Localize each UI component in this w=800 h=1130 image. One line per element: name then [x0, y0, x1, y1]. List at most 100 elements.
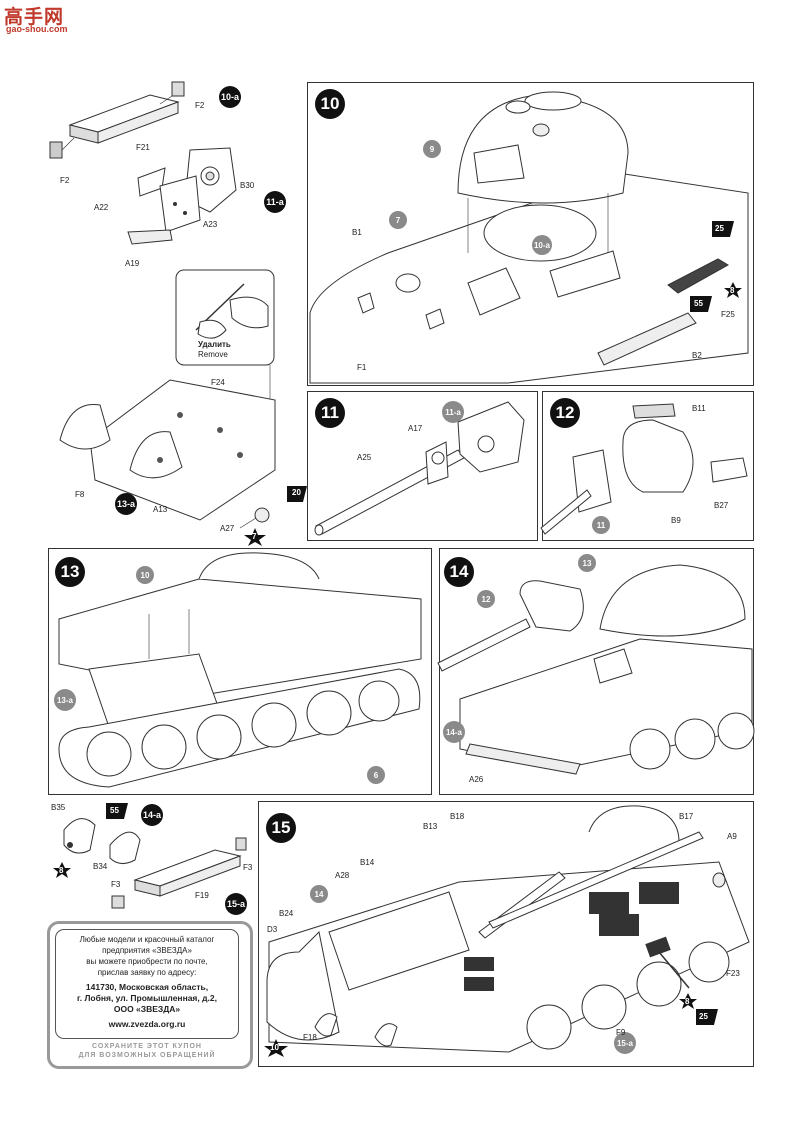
step-15-panel: 15 B13 B18 B17 A9 B14 A28 14 B24 D3 F18 … — [258, 801, 754, 1067]
badge-55-icon — [106, 803, 128, 819]
step-10-number: 10 — [315, 89, 345, 119]
step-10-label-b2: B2 — [692, 351, 702, 360]
step-15-badge-8: 8 — [685, 997, 690, 1006]
badge-7: 7 — [252, 532, 257, 541]
step-15-label-d3: D3 — [267, 925, 278, 934]
remove-label-ru: Удалить — [198, 340, 231, 349]
step-14-number: 14 — [444, 557, 474, 587]
step-15-label-b18: B18 — [450, 812, 465, 821]
badge-8-star-icon — [724, 282, 742, 298]
step-14-panel: 14 13 12 14-a A26 — [437, 548, 755, 795]
step-10-label-b1: B1 — [352, 228, 362, 237]
step-13-callout-10: 10 — [136, 566, 154, 584]
coupon-address-2: г. Лобня, ул. Промышленная, д.2, — [77, 993, 217, 1003]
step-15-callout-14: 14 — [310, 885, 328, 903]
watermark-url: gao-shou.com — [6, 24, 68, 34]
badge-10-star-icon — [264, 1039, 288, 1057]
badge-7-star-icon — [244, 528, 266, 546]
step-15-label-b24: B24 — [279, 909, 294, 918]
badge-55-14a: 55 — [110, 806, 119, 815]
step-15-label-a28: A28 — [335, 871, 350, 880]
subassembly-tag-11a: 11-a — [264, 191, 286, 213]
label-a22: A22 — [94, 203, 109, 212]
coupon-address-1: 141730, Московская область, — [85, 982, 209, 992]
coupon-line-3: вы можете приобрести по почте, — [86, 957, 208, 966]
subassembly-tag-14a: 14-a — [141, 804, 163, 826]
order-coupon: Любые модели и красочный каталог предпри… — [47, 921, 253, 1069]
coupon-line-1: Любые модели и красочный каталог — [79, 935, 215, 944]
step-11-callout-11a: 11-a — [442, 401, 464, 423]
step-14-label-a26: A26 — [469, 775, 484, 784]
step-15-label-a9: A9 — [727, 832, 737, 841]
step-14-callout-13: 13 — [578, 554, 596, 572]
badge-55-icon — [690, 296, 712, 312]
step-12-label-b9: B9 — [671, 516, 681, 525]
step-10-callout-9: 9 — [423, 140, 441, 158]
coupon-footer-line-2: ДЛЯ ВОЗМОЖНЫХ ОБРАЩЕНИЙ — [78, 1052, 216, 1059]
step-15-badge-25: 25 — [699, 1012, 708, 1021]
label-f8: F8 — [75, 490, 85, 499]
step-11-gun-drawing — [314, 401, 525, 536]
coupon-text-box: Любые модели и красочный каталог предпри… — [55, 929, 239, 1039]
step-15-label-b17: B17 — [679, 812, 694, 821]
label-a27: A27 — [220, 524, 235, 533]
step-12-callout-11: 11 — [592, 516, 610, 534]
step-15-label-f23: F23 — [726, 969, 740, 978]
badge-25-icon — [696, 1009, 718, 1025]
step-13-callout-6: 6 — [367, 766, 385, 784]
subassembly-tag-10a: 10-a — [219, 86, 241, 108]
step-13-number: 13 — [55, 557, 85, 587]
remove-label-en: Remove — [198, 350, 228, 359]
badge-25-icon — [712, 221, 734, 237]
step-10-badge-55: 55 — [694, 299, 703, 308]
step-10-badge-8: 8 — [730, 286, 735, 295]
label-b34: B34 — [93, 862, 108, 871]
label-b35: B35 — [51, 803, 66, 812]
step-14-callout-12: 12 — [477, 590, 495, 608]
step-11-label-a25: A25 — [357, 453, 372, 462]
step-15-label-f9: F9 — [616, 1028, 626, 1037]
label-f21: F21 — [136, 143, 150, 152]
badge-20: 20 — [292, 488, 301, 497]
label-f3-left: F3 — [111, 880, 121, 889]
step-10-callout-7: 7 — [389, 211, 407, 229]
label-f24: F24 — [211, 378, 225, 387]
badge-8-14a: 8 — [59, 866, 64, 875]
step-15-callout-15a: 15-a — [614, 1032, 636, 1054]
label-b30: B30 — [240, 181, 255, 190]
watermark-logo: 高手网 gao-shou.com — [4, 2, 78, 36]
step-11-number: 11 — [315, 398, 345, 428]
label-f19: F19 — [195, 891, 209, 900]
badge-8-star-icon — [679, 993, 697, 1009]
step-13-panel: 13 10 13-a 6 — [48, 548, 432, 795]
step-12-number: 12 — [550, 398, 580, 428]
step-10-panel: 10 9 7 B1 F1 10-a 25 8 55 F25 B2 — [307, 82, 754, 386]
watermark-chinese: 高手网 — [4, 6, 65, 28]
step-15-badge-10: 10 — [270, 1043, 279, 1052]
step-12-label-b11: B11 — [692, 404, 706, 413]
step-10-label-f25: F25 — [721, 310, 735, 319]
badge-20-icon — [287, 486, 307, 502]
coupon-footer: СОХРАНИТЕ ЭТОТ КУПОН ДЛЯ ВОЗМОЖНЫХ ОБРАЩ… — [50, 1042, 244, 1060]
coupon-footer-line-1: СОХРАНИТЕ ЭТОТ КУПОН — [92, 1043, 202, 1050]
label-f3-right: F3 — [243, 863, 253, 872]
label-a23: A23 — [203, 220, 218, 229]
step-12-panel: 12 B11 B9 B27 11 — [540, 391, 754, 541]
subassembly-tag-15a: 15-a — [225, 893, 247, 915]
step-10-hull-drawing — [309, 91, 749, 384]
step-12-mantlet-drawing — [540, 403, 748, 535]
step-13-hull-rear-drawing — [58, 552, 422, 788]
coupon-website[interactable]: www.zvezda.org.ru — [108, 1019, 186, 1029]
coupon-address-3: ООО «ЗВЕЗДА» — [113, 1004, 181, 1014]
label-f2-bottom: F2 — [60, 176, 70, 185]
step-12-label-b27: B27 — [714, 501, 729, 510]
step-10-callout-10a: 10-a — [532, 235, 552, 255]
step-11-panel: 11 A17 A25 11-a — [307, 391, 538, 541]
coupon-line-4: прислав заявку по адресу: — [97, 968, 197, 977]
